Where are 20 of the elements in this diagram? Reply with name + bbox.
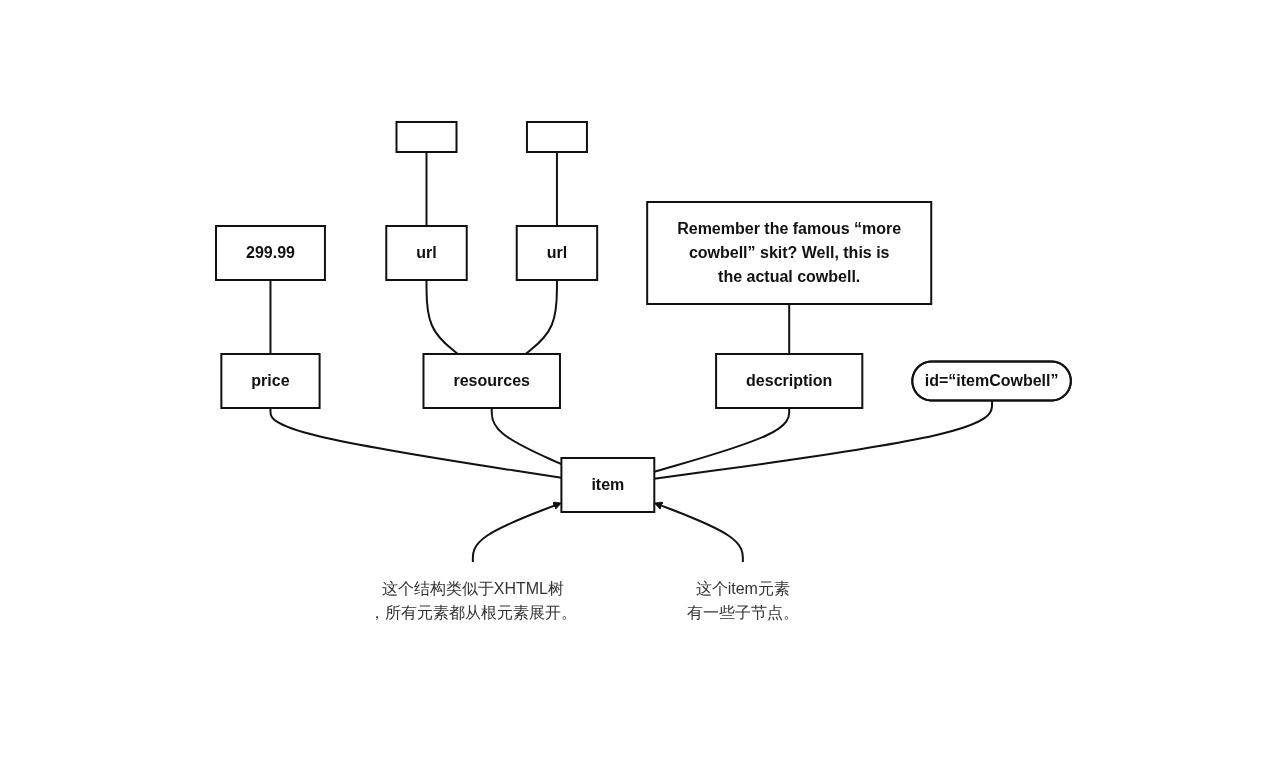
node-text: 这个结构类似于XHTML树，所有元素都从根元素展开。 [368,579,577,621]
arrow [654,501,744,563]
node-box: Remember the famous “more cowbell” skit? Well, this is the actual cowbell. [646,200,933,305]
node-box [395,120,458,153]
node-box: url [515,224,599,281]
node-box: price [220,352,321,409]
node-box: 299.99 [215,224,326,281]
connector [269,278,272,355]
node-text: 这个item元素有一些子节点。 [686,579,799,621]
connector [524,278,559,355]
node-box [526,120,589,153]
node-box: url [385,224,468,281]
node-box: description [715,352,864,409]
node-box: resources [422,352,562,409]
node-box: item [560,456,656,513]
connector [425,150,428,227]
connector [556,150,559,227]
arrow [471,501,562,563]
connector [425,278,459,355]
connector [788,302,791,355]
